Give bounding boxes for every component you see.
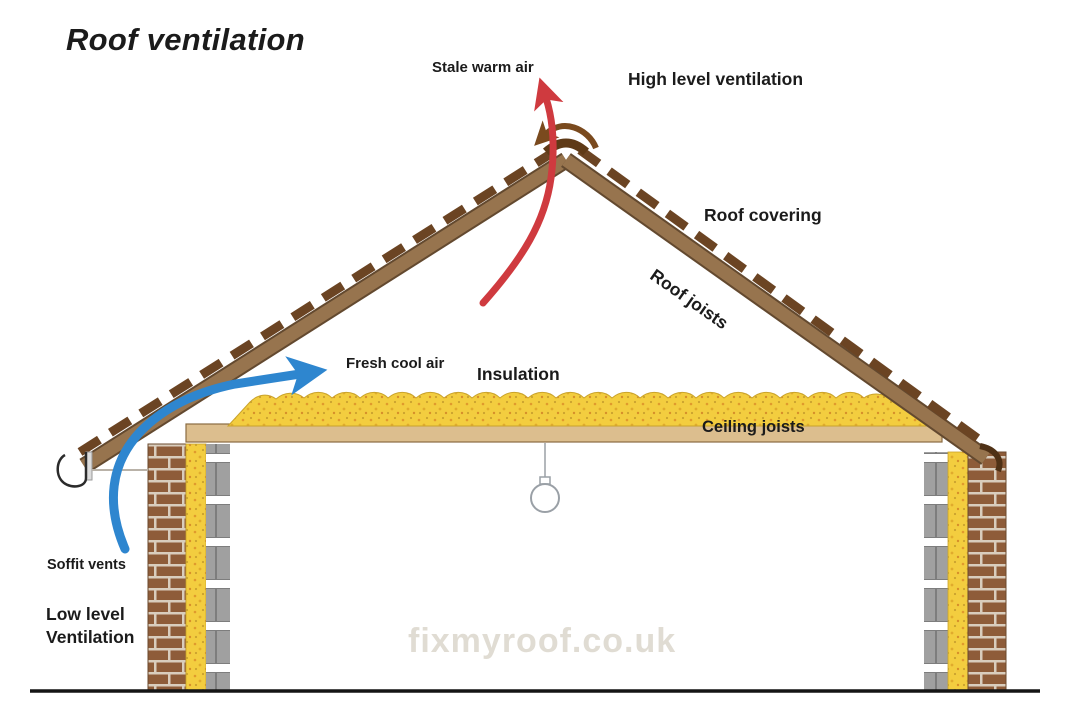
fresh-air-arrow — [108, 356, 328, 554]
loft-insulation — [226, 391, 937, 427]
right-wall-blocks — [924, 452, 948, 691]
left-wall-insulation — [185, 443, 207, 692]
gutter-right — [979, 443, 1003, 473]
ceiling-joists-beam — [185, 423, 943, 443]
ridge-cap — [542, 138, 590, 156]
label-roof-covering: Roof covering — [704, 205, 822, 225]
right-wall-brick — [967, 451, 1007, 692]
stale-air-arrow — [479, 77, 564, 307]
label-low-level-ventilation: Low level Ventilation — [46, 604, 135, 647]
label-fresh-cool-air: Fresh cool air — [346, 355, 445, 372]
right-wall-insulation — [947, 451, 969, 692]
bulb-cap — [539, 476, 551, 485]
watermark: fixmyroof.co.uk — [408, 622, 677, 660]
bulb-glass — [530, 483, 560, 513]
right-roof-tiles — [577, 146, 991, 450]
left-wall-brick — [147, 443, 187, 692]
diagram-title: Roof ventilation — [66, 22, 306, 57]
right-rafter — [562, 154, 990, 464]
left-roof-tiles — [77, 149, 555, 456]
left-wall-blocks — [206, 444, 230, 691]
label-stale-warm-air: Stale warm air — [432, 59, 534, 76]
light-bulb — [530, 443, 560, 513]
right-roof-slope — [561, 146, 991, 465]
label-high-level-ventilation: High level ventilation — [628, 69, 804, 89]
label-ceiling-joists: Ceiling joists — [702, 418, 805, 436]
label-soffit-vents: Soffit vents — [47, 557, 126, 573]
right-wall — [924, 451, 1007, 692]
gutter-profile — [56, 452, 88, 488]
label-insulation: Insulation — [477, 364, 560, 384]
left-wall — [147, 443, 230, 692]
